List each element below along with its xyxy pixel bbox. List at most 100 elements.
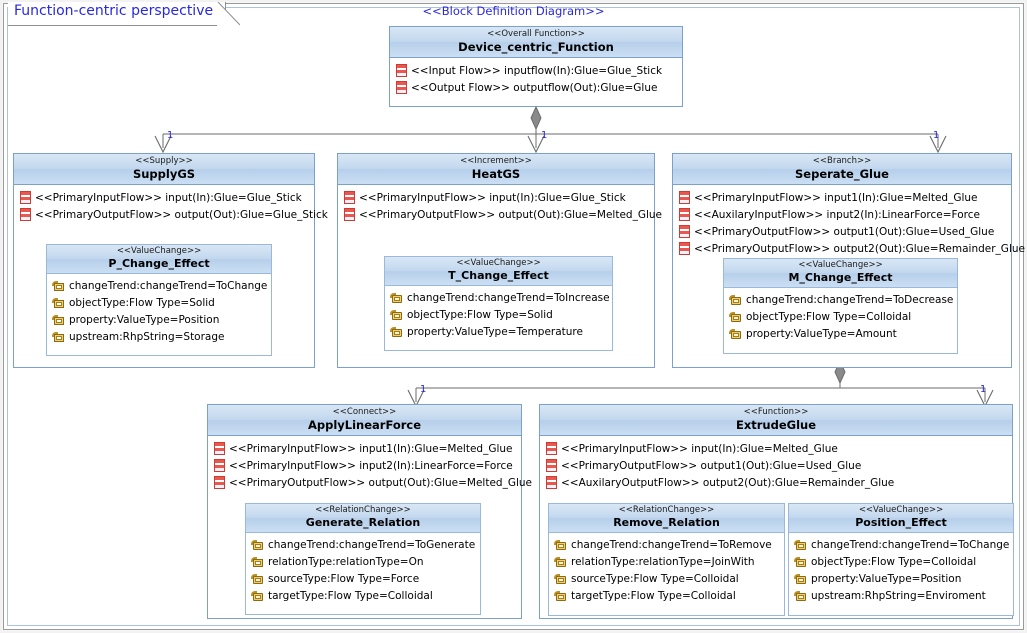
- flow-port-icon: [214, 476, 225, 490]
- block-seperate-glue[interactable]: <<Branch>> Seperate_Glue <<PrimaryInputF…: [672, 153, 1025, 368]
- property-row[interactable]: <<AuxilaryOutputFlow>> output2(Out):Glue…: [540, 474, 1012, 491]
- property-row[interactable]: <<PrimaryOutputFlow>> output(Out):Glue=G…: [14, 206, 328, 223]
- property-row[interactable]: <<PrimaryOutputFlow>> output2(Out):Glue=…: [673, 240, 1025, 257]
- property-text: targetType:Flow Type=Colloidal: [268, 590, 433, 603]
- nested-block-p-change-effect[interactable]: <<ValueChange>> P_Change_Effect changeTr…: [46, 244, 272, 356]
- property-text: sourceType:Flow Type=Colloidal: [571, 573, 739, 586]
- property-row[interactable]: objectType:Flow Type=Colloidal: [789, 554, 1013, 571]
- property-text: <<PrimaryInputFlow>> input1(In):Glue=Mel…: [694, 191, 978, 204]
- property-text: upstream:RhpString=Enviroment: [811, 590, 986, 603]
- nested-block-m-change-effect[interactable]: <<ValueChange>> M_Change_Effect changeTr…: [723, 258, 958, 354]
- nested-block-stereotype: <<RelationChange>>: [315, 505, 411, 515]
- property-text: targetType:Flow Type=Colloidal: [571, 590, 736, 603]
- block-name: HeatGS: [471, 166, 521, 181]
- property-row[interactable]: sourceType:Flow Type=Force: [246, 571, 480, 588]
- nested-block-header: <<ValueChange>> P_Change_Effect: [47, 245, 271, 274]
- property-row[interactable]: changeTrend:changeTrend=ToRemove: [549, 537, 784, 554]
- nested-block-name: Generate_Relation: [305, 515, 421, 529]
- flow-port-icon: [20, 208, 31, 222]
- flow-port-icon: [679, 242, 690, 256]
- attribute-icon: [251, 590, 264, 602]
- property-row[interactable]: sourceType:Flow Type=Colloidal: [549, 571, 784, 588]
- property-row[interactable]: objectType:Flow Type=Solid: [385, 307, 612, 324]
- property-row[interactable]: property:ValueType=Temperature: [385, 324, 612, 341]
- attribute-icon: [251, 556, 264, 568]
- property-text: <<Input Flow>> inputflow(In):Glue=Glue_S…: [411, 64, 663, 77]
- nested-block-properties: changeTrend:changeTrend=ToGenerate relat…: [246, 533, 480, 609]
- nested-block-position-effect[interactable]: <<ValueChange>> Position_Effect changeTr…: [788, 503, 1014, 616]
- attribute-icon: [52, 297, 65, 309]
- perspective-tab-label: Function-centric perspective: [14, 3, 214, 19]
- block-properties: <<PrimaryInputFlow>> input(In):Glue=Melt…: [540, 436, 1012, 495]
- property-row[interactable]: property:ValueType=Amount: [724, 326, 957, 343]
- nested-block-generate-relation[interactable]: <<RelationChange>> Generate_Relation cha…: [245, 503, 481, 615]
- property-row[interactable]: <<PrimaryOutputFlow>> output(Out):Glue=M…: [208, 474, 532, 491]
- property-text: relationType:relationType=JoinWith: [571, 556, 755, 569]
- nested-block-header: <<RelationChange>> Generate_Relation: [246, 504, 480, 533]
- block-header: <<Overall Function>> Device_centric_Func…: [390, 27, 682, 59]
- property-text: sourceType:Flow Type=Force: [268, 573, 420, 586]
- flow-port-icon: [679, 208, 690, 222]
- block-header: <<Connect>> ApplyLinearForce: [208, 405, 521, 437]
- property-text: changeTrend:changeTrend=ToIncrease: [407, 292, 610, 305]
- property-text: <<PrimaryOutputFlow>> output1(Out):Glue=…: [694, 225, 995, 238]
- property-row[interactable]: <<PrimaryInputFlow>> input(In):Glue=Glue…: [338, 189, 654, 206]
- nested-block-properties: changeTrend:changeTrend=ToIncrease objec…: [385, 286, 612, 345]
- multiplicity-extrude: 1: [980, 384, 987, 395]
- property-row[interactable]: changeTrend:changeTrend=ToDecrease: [724, 292, 957, 309]
- property-text: <<PrimaryInputFlow>> input2(In):LinearFo…: [229, 459, 513, 472]
- perspective-tab[interactable]: [8, 2, 226, 26]
- block-heatgs[interactable]: <<Increment>> HeatGS <<PrimaryInputFlow>…: [337, 153, 662, 368]
- block-stereotype: <<Supply>>: [135, 156, 193, 166]
- property-row[interactable]: <<Output Flow>> outputflow(Out):Glue=Glu…: [390, 79, 682, 96]
- property-row[interactable]: upstream:RhpString=Storage: [47, 329, 271, 346]
- property-row[interactable]: <<Input Flow>> inputflow(In):Glue=Glue_S…: [390, 62, 682, 79]
- property-row[interactable]: objectType:Flow Type=Solid: [47, 295, 271, 312]
- property-row[interactable]: <<PrimaryInputFlow>> input(In):Glue=Melt…: [540, 440, 1012, 457]
- block-supplygs[interactable]: <<Supply>> SupplyGS <<PrimaryInputFlow>>…: [13, 153, 328, 368]
- property-row[interactable]: changeTrend:changeTrend=ToChange: [47, 278, 271, 295]
- attribute-icon: [251, 539, 264, 551]
- nested-block-name: Position_Effect: [855, 515, 947, 529]
- block-extrudeglue[interactable]: <<Function>> ExtrudeGlue <<PrimaryInputF…: [539, 404, 1014, 619]
- property-row[interactable]: objectType:Flow Type=Colloidal: [724, 309, 957, 326]
- attribute-icon: [794, 573, 807, 585]
- property-row[interactable]: <<PrimaryInputFlow>> input(In):Glue=Glue…: [14, 189, 314, 206]
- property-row[interactable]: <<AuxilaryInputFlow>> input2(In):LinearF…: [673, 206, 1011, 223]
- property-row[interactable]: targetType:Flow Type=Colloidal: [549, 588, 784, 605]
- multiplicity-apply: 1: [420, 384, 427, 395]
- block-stereotype: <<Function>>: [743, 407, 809, 417]
- block-applylinearforce[interactable]: <<Connect>> ApplyLinearForce <<PrimaryIn…: [207, 404, 532, 619]
- block-stereotype: <<Branch>>: [812, 156, 872, 166]
- property-row[interactable]: property:ValueType=Position: [47, 312, 271, 329]
- property-row[interactable]: <<PrimaryOutputFlow>> output(Out):Glue=M…: [338, 206, 662, 223]
- flow-port-icon: [679, 191, 690, 205]
- property-text: <<PrimaryOutputFlow>> output(Out):Glue=G…: [35, 208, 328, 221]
- property-row[interactable]: changeTrend:changeTrend=ToIncrease: [385, 290, 612, 307]
- property-row[interactable]: <<PrimaryInputFlow>> input1(In):Glue=Mel…: [673, 189, 1011, 206]
- property-row[interactable]: property:ValueType=Position: [789, 571, 1013, 588]
- nested-block-remove-relation[interactable]: <<RelationChange>> Remove_Relation chang…: [548, 503, 785, 616]
- property-row[interactable]: relationType:relationType=On: [246, 554, 480, 571]
- flow-port-icon: [344, 208, 355, 222]
- property-row[interactable]: <<PrimaryOutputFlow>> output1(Out):Glue=…: [540, 457, 1012, 474]
- attribute-icon: [554, 573, 567, 585]
- property-row[interactable]: changeTrend:changeTrend=ToChange: [789, 537, 1013, 554]
- nested-block-t-change-effect[interactable]: <<ValueChange>> T_Change_Effect changeTr…: [384, 256, 613, 351]
- property-row[interactable]: changeTrend:changeTrend=ToGenerate: [246, 537, 480, 554]
- property-text: <<PrimaryInputFlow>> input1(In):Glue=Mel…: [229, 442, 513, 455]
- property-row[interactable]: <<PrimaryInputFlow>> input1(In):Glue=Mel…: [208, 440, 521, 457]
- property-row[interactable]: relationType:relationType=JoinWith: [549, 554, 784, 571]
- nested-block-name: T_Change_Effect: [448, 268, 549, 282]
- property-text: changeTrend:changeTrend=ToChange: [811, 539, 1010, 552]
- attribute-icon: [554, 556, 567, 568]
- property-row[interactable]: targetType:Flow Type=Colloidal: [246, 588, 480, 605]
- attribute-icon: [390, 326, 403, 338]
- property-row[interactable]: <<PrimaryInputFlow>> input2(In):LinearFo…: [208, 457, 521, 474]
- property-row[interactable]: upstream:RhpString=Enviroment: [789, 588, 1013, 605]
- property-text: property:ValueType=Temperature: [407, 326, 583, 339]
- block-device-centric-function[interactable]: <<Overall Function>> Device_centric_Func…: [389, 26, 683, 107]
- property-row[interactable]: <<PrimaryOutputFlow>> output1(Out):Glue=…: [673, 223, 1011, 240]
- block-name: Device_centric_Function: [458, 39, 614, 54]
